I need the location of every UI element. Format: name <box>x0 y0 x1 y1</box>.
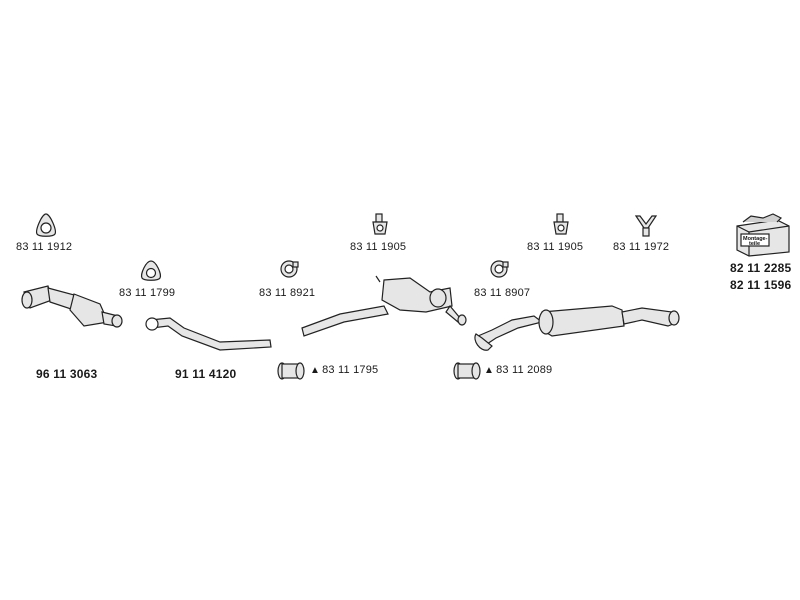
part-number-front-pipe: 91 11 4120 <box>175 367 237 381</box>
clamp-icon <box>280 260 299 278</box>
part-number-clamp-middle: ▲83 11 1795 <box>310 364 379 376</box>
part-number-hanger-2: 83 11 1905 <box>527 241 584 253</box>
part-number-gasket-2: 83 11 1799 <box>119 287 176 299</box>
pipe-clamp-icon <box>277 362 305 380</box>
warning-triangle-icon: ▲ <box>310 365 321 376</box>
pipe-clamp-icon <box>453 362 481 380</box>
part-number-clamp-1: 83 11 8921 <box>259 287 316 299</box>
gasket-triangular-icon <box>36 213 56 237</box>
gasket-round-icon <box>141 260 161 281</box>
middle-silencer-icon <box>301 275 467 337</box>
rear-silencer-icon <box>474 305 680 351</box>
rubber-hanger-icon <box>553 213 569 235</box>
part-number-hanger-1: 83 11 1905 <box>350 241 407 253</box>
mounting-kit-box-icon: Montage- teile <box>736 213 790 257</box>
clamp-icon <box>490 260 509 278</box>
part-number-catalytic-converter: 96 11 3063 <box>36 367 98 381</box>
kit-box-label-line-1: Montage- <box>743 236 768 242</box>
rubber-hanger-icon <box>372 213 388 235</box>
warning-triangle-icon: ▲ <box>484 365 495 376</box>
front-pipe-icon <box>145 317 272 351</box>
part-number-kit-2: 82 11 1596 <box>730 278 792 292</box>
part-number-clamp-2: 83 11 8907 <box>474 287 531 299</box>
twin-hanger-icon <box>634 215 658 237</box>
part-number-kit-1: 82 11 2285 <box>730 261 792 275</box>
part-number-clamp-rear: ▲83 11 2089 <box>484 364 553 376</box>
part-number-gasket-1: 83 11 1912 <box>16 241 73 253</box>
catalytic-converter-icon <box>21 285 123 328</box>
part-number-hanger-3: 83 11 1972 <box>613 241 670 253</box>
kit-box-label-line-2: teile <box>749 241 760 247</box>
